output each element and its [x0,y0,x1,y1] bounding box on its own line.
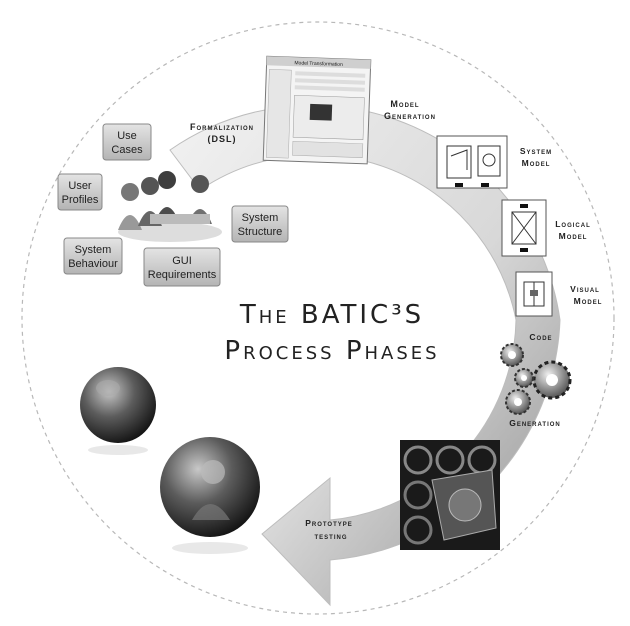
requirement-tile-system-behaviour: System Behaviour [63,237,123,275]
tile-label-line: Use [117,130,137,142]
outer-dashed-circle [21,21,615,615]
label-code: Code [529,332,552,342]
tile-label-line: System [75,244,112,256]
tile-label-line: Behaviour [68,258,118,270]
requirement-tile-user-profiles: User Profiles [57,173,103,211]
gears-icon [500,343,572,415]
label-system-model: System [520,146,552,156]
label-model-generation-2: Generation [384,111,436,121]
tile-label-line: User [68,180,92,192]
label-logical-model: Logical [555,219,591,229]
tile-label-line: Profiles [62,194,99,206]
label-visual-model-2: Model [574,296,603,306]
requirement-tile-gui-requirements: GUI Requirements [143,247,221,287]
tile-label-line: Cases [111,144,143,156]
detector-visualization-image [400,440,500,550]
window-title: Model Transformation [294,60,343,68]
meeting-people-photo [118,171,222,242]
tile-label-line: GUI [172,255,192,267]
system-model-diagram [436,135,508,189]
title-line-1: The BATIC³S [239,300,424,330]
label-prototype: Prototype [305,518,353,528]
visual-model-diagram [515,271,553,317]
tile-label-line: Requirements [148,269,217,281]
label-logical-model-2: Model [559,231,588,241]
vr-sphere-large [160,437,260,554]
model-transformation-screenshot: Model Transformation [262,55,372,165]
label-model-generation: Model [390,99,419,109]
label-formalization: Formalization [190,122,254,132]
label-system-model-2: Model [522,158,551,168]
requirement-tile-system-structure: System Structure [231,205,289,243]
vr-sphere-small [80,367,156,455]
logical-model-diagram [501,199,547,257]
tile-label-line: System [242,212,279,224]
label-generation: Generation [509,418,561,428]
title-line-2: Process Phases [224,336,439,366]
label-visual-model: Visual [570,284,600,294]
label-testing: testing [314,531,347,541]
requirement-tile-use-cases: Use Cases [102,123,152,161]
tile-label-line: Structure [238,226,283,238]
label-formalization-dsl: (DSL) [208,134,237,144]
